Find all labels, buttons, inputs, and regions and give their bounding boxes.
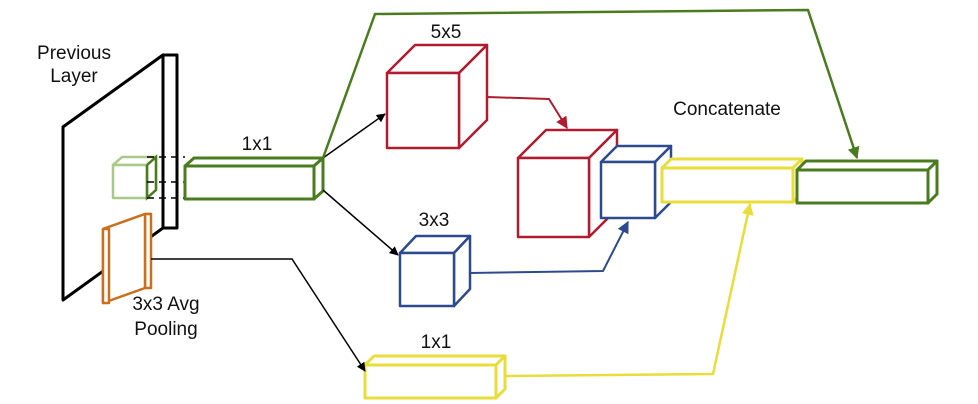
arrow-pooling-to-1x1-bottom <box>151 258 366 372</box>
arrow-1x1-bottom-to-concat <box>504 202 754 378</box>
previous-layer-label-line1: Previous <box>37 43 111 64</box>
avg-pooling-label-line2: Pooling <box>134 319 197 340</box>
input-patch-cube-front-edge <box>145 154 158 201</box>
arrow-skip-to-output <box>321 8 860 160</box>
conv-3x3-label: 3x3 <box>419 210 450 231</box>
conv-1x1-top-label: 1x1 <box>242 134 273 155</box>
arrow-5x5-to-concat <box>486 96 568 130</box>
conv-1x1-bottom-label: 1x1 <box>421 332 452 353</box>
conv-1x1-top-block <box>183 156 325 201</box>
concat-yellow-slab <box>660 157 804 204</box>
arrow-1x1-to-5x5 <box>322 113 386 159</box>
concat-blue-cube <box>599 144 673 220</box>
avg-pooling-label-line1: 3x3 Avg <box>132 294 199 315</box>
conv-3x3-block <box>398 234 472 308</box>
conv-1x1-bottom-block <box>363 354 507 400</box>
projection-dashed-lines <box>147 156 185 199</box>
conv-5x5-label: 5x5 <box>431 22 462 43</box>
arrow-3x3-to-concat <box>469 220 629 274</box>
conv-5x5-block <box>385 43 489 150</box>
avg-pooling-block <box>101 212 153 305</box>
concatenate-label: Concatenate <box>673 99 781 120</box>
arrow-1x1-to-3x3 <box>322 189 399 256</box>
previous-layer-label-line2: Layer <box>50 66 98 87</box>
output-green-slab <box>795 159 939 205</box>
